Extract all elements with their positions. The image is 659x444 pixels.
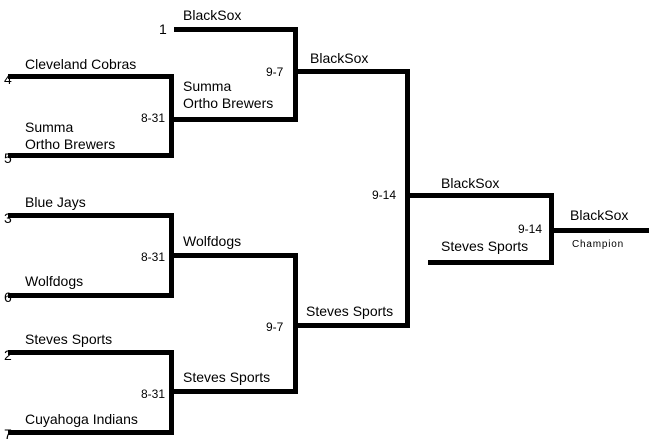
bracket-line [8,74,174,79]
bracket-line [169,389,298,394]
seed-number: 3 [4,210,12,226]
team-name: Steves Sports [183,369,271,385]
bracket-line [428,260,554,265]
game-date: 9-7 [266,320,284,334]
team-name: Ortho Brewers [25,136,116,152]
bracket-line [293,27,298,122]
team-name: Steves Sports [25,331,113,347]
bracket-line [8,213,174,218]
bracket-line [549,228,649,233]
bracket-line [169,117,298,122]
team-name: BlackSox [183,7,242,23]
seed-number: 6 [4,289,12,305]
game-date: 8-31 [141,387,166,401]
team-name: Summa [25,119,74,135]
bracket-line [293,69,410,74]
team-name: Blue Jays [25,194,86,210]
team-name: Cleveland Cobras [25,56,137,72]
team-name: Wolfdogs [25,273,84,289]
seed-number: 2 [4,347,12,363]
game-date: 8-31 [141,111,166,125]
game-date: 9-14 [518,222,543,236]
seed-number: 7 [4,426,12,442]
seed-number: 1 [159,21,167,37]
game-date: 9-14 [372,188,397,202]
champion-name: BlackSox [570,207,629,223]
bracket-line [8,350,174,355]
bracket-line [8,293,174,298]
champion-label: Champion [572,239,624,250]
team-name: BlackSox [441,175,500,191]
game-date: 9-7 [266,65,284,79]
bracket-line [174,27,298,32]
team-name: Cuyahoga Indians [25,411,138,427]
bracket-line [169,253,298,258]
bracket-line [8,430,174,435]
team-name: Ortho Brewers [183,95,274,111]
team-name: Summa [183,78,232,94]
bracket-line [405,69,410,328]
team-name: Steves Sports [441,238,529,254]
bracket-line [169,74,174,158]
game-date: 8-31 [141,250,166,264]
team-name: Wolfdogs [183,233,242,249]
bracket-line [8,153,174,158]
team-name: Steves Sports [306,303,394,319]
seed-number: 4 [4,71,12,87]
seed-number: 5 [4,150,12,166]
bracket-line [405,193,554,198]
team-name: BlackSox [310,50,369,66]
bracket-line [293,323,410,328]
